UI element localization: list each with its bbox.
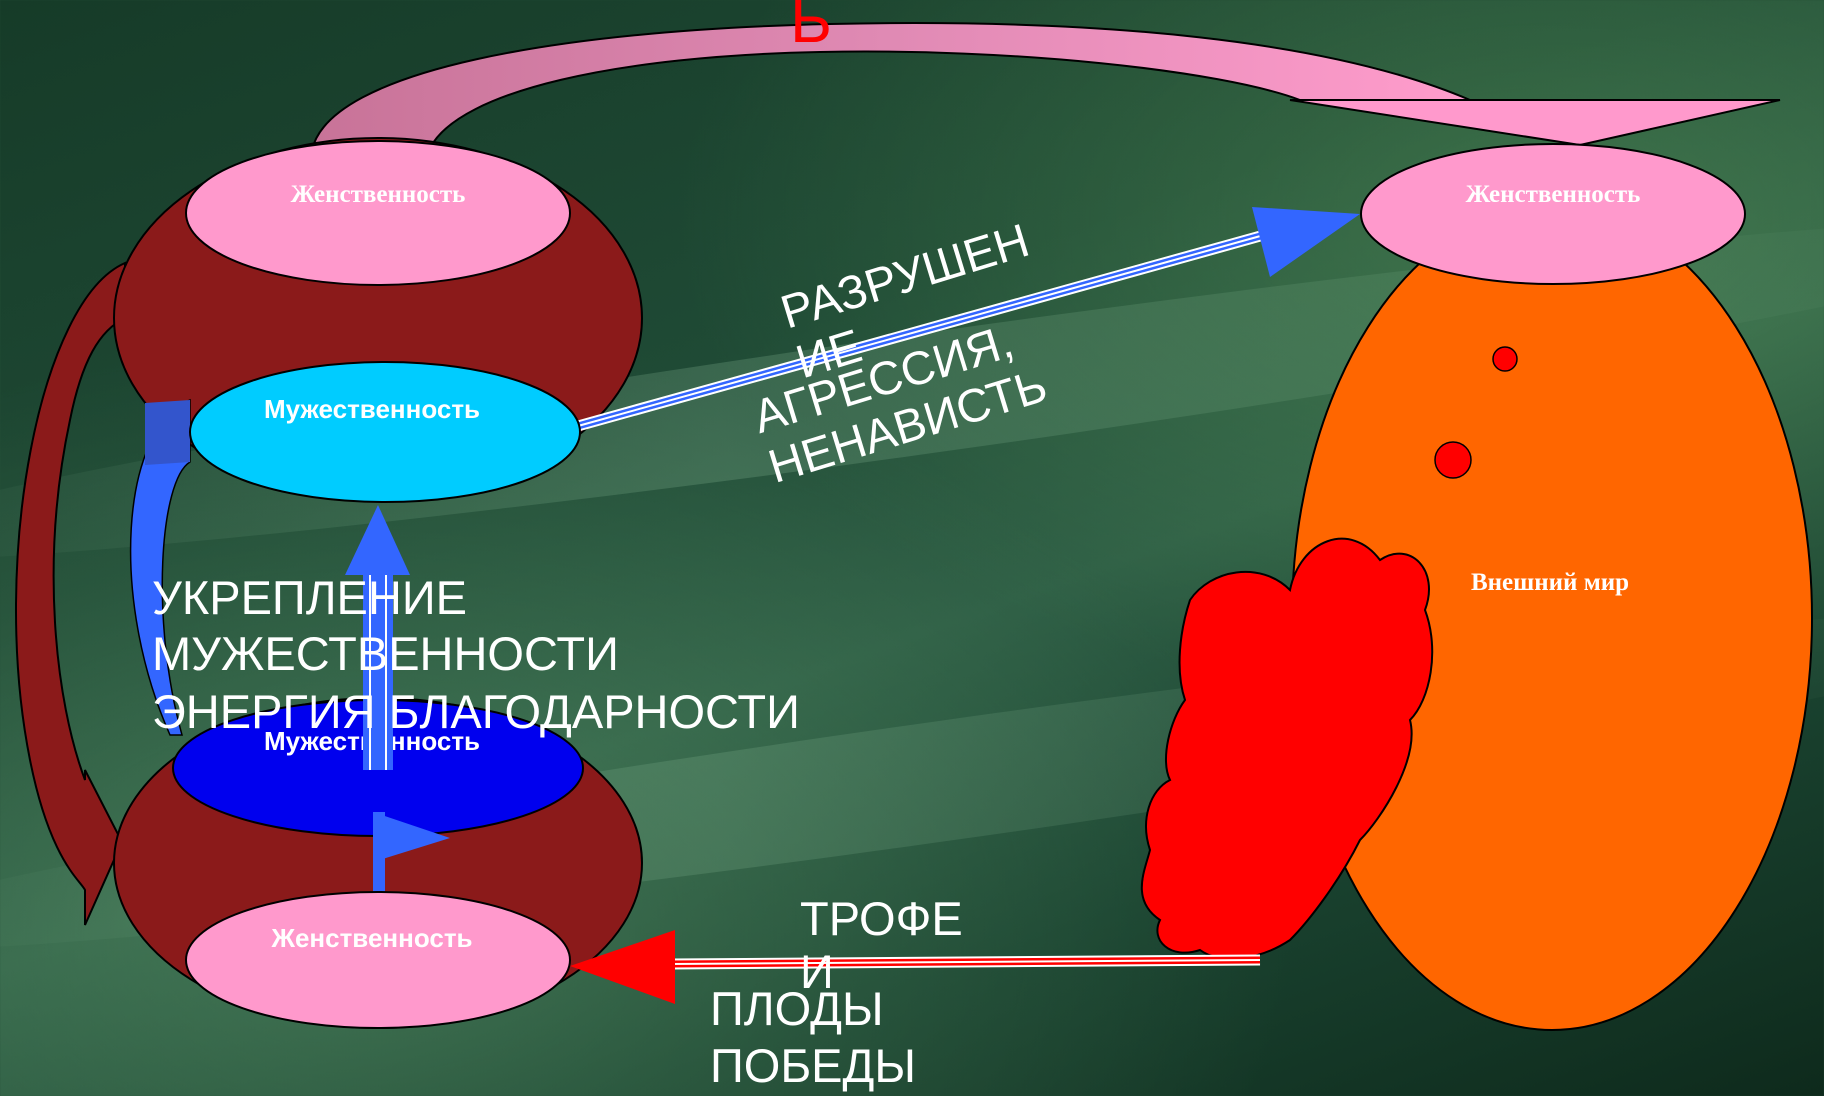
left-curved-arrow — [16, 263, 125, 925]
top-left-feminine-label: Женственность — [291, 181, 466, 208]
top-left-feminine-ellipse — [186, 141, 570, 285]
bottom-left-feminine-ellipse — [186, 892, 570, 1028]
right-feminine-label: Женственность — [1466, 181, 1641, 208]
top-left-masculine-label: Мужественность — [264, 394, 480, 424]
strengthening-line1: УКРЕПЛЕНИЕ — [152, 571, 467, 624]
top-pink-curved-arrow — [312, 23, 1780, 150]
red-dot — [1493, 347, 1517, 371]
fruits-line1: ПЛОДЫ — [710, 982, 884, 1035]
right-feminine-ellipse — [1361, 144, 1745, 284]
outer-world-label: Внешний мир — [1471, 569, 1629, 596]
bottom-left-feminine-label: Женственность — [270, 923, 472, 953]
strengthening-line2: МУЖЕСТВЕННОСТИ — [152, 627, 619, 680]
top-fragment-label: Ь — [790, 0, 832, 56]
fruits-line2: ПОБЕДЫ — [710, 1039, 916, 1092]
strengthening-line3: ЭНЕРГИЯ БЛАГОДАРНОСТИ — [152, 685, 800, 738]
top-left-masculine-ellipse — [190, 362, 580, 502]
trophies-line1: ТРОФЕ — [800, 892, 963, 945]
aggression-text-group: РАЗРУШЕН ИЕ АГРЕССИЯ, НЕНАВИСТЬ — [720, 213, 1077, 493]
red-dot — [1435, 442, 1471, 478]
